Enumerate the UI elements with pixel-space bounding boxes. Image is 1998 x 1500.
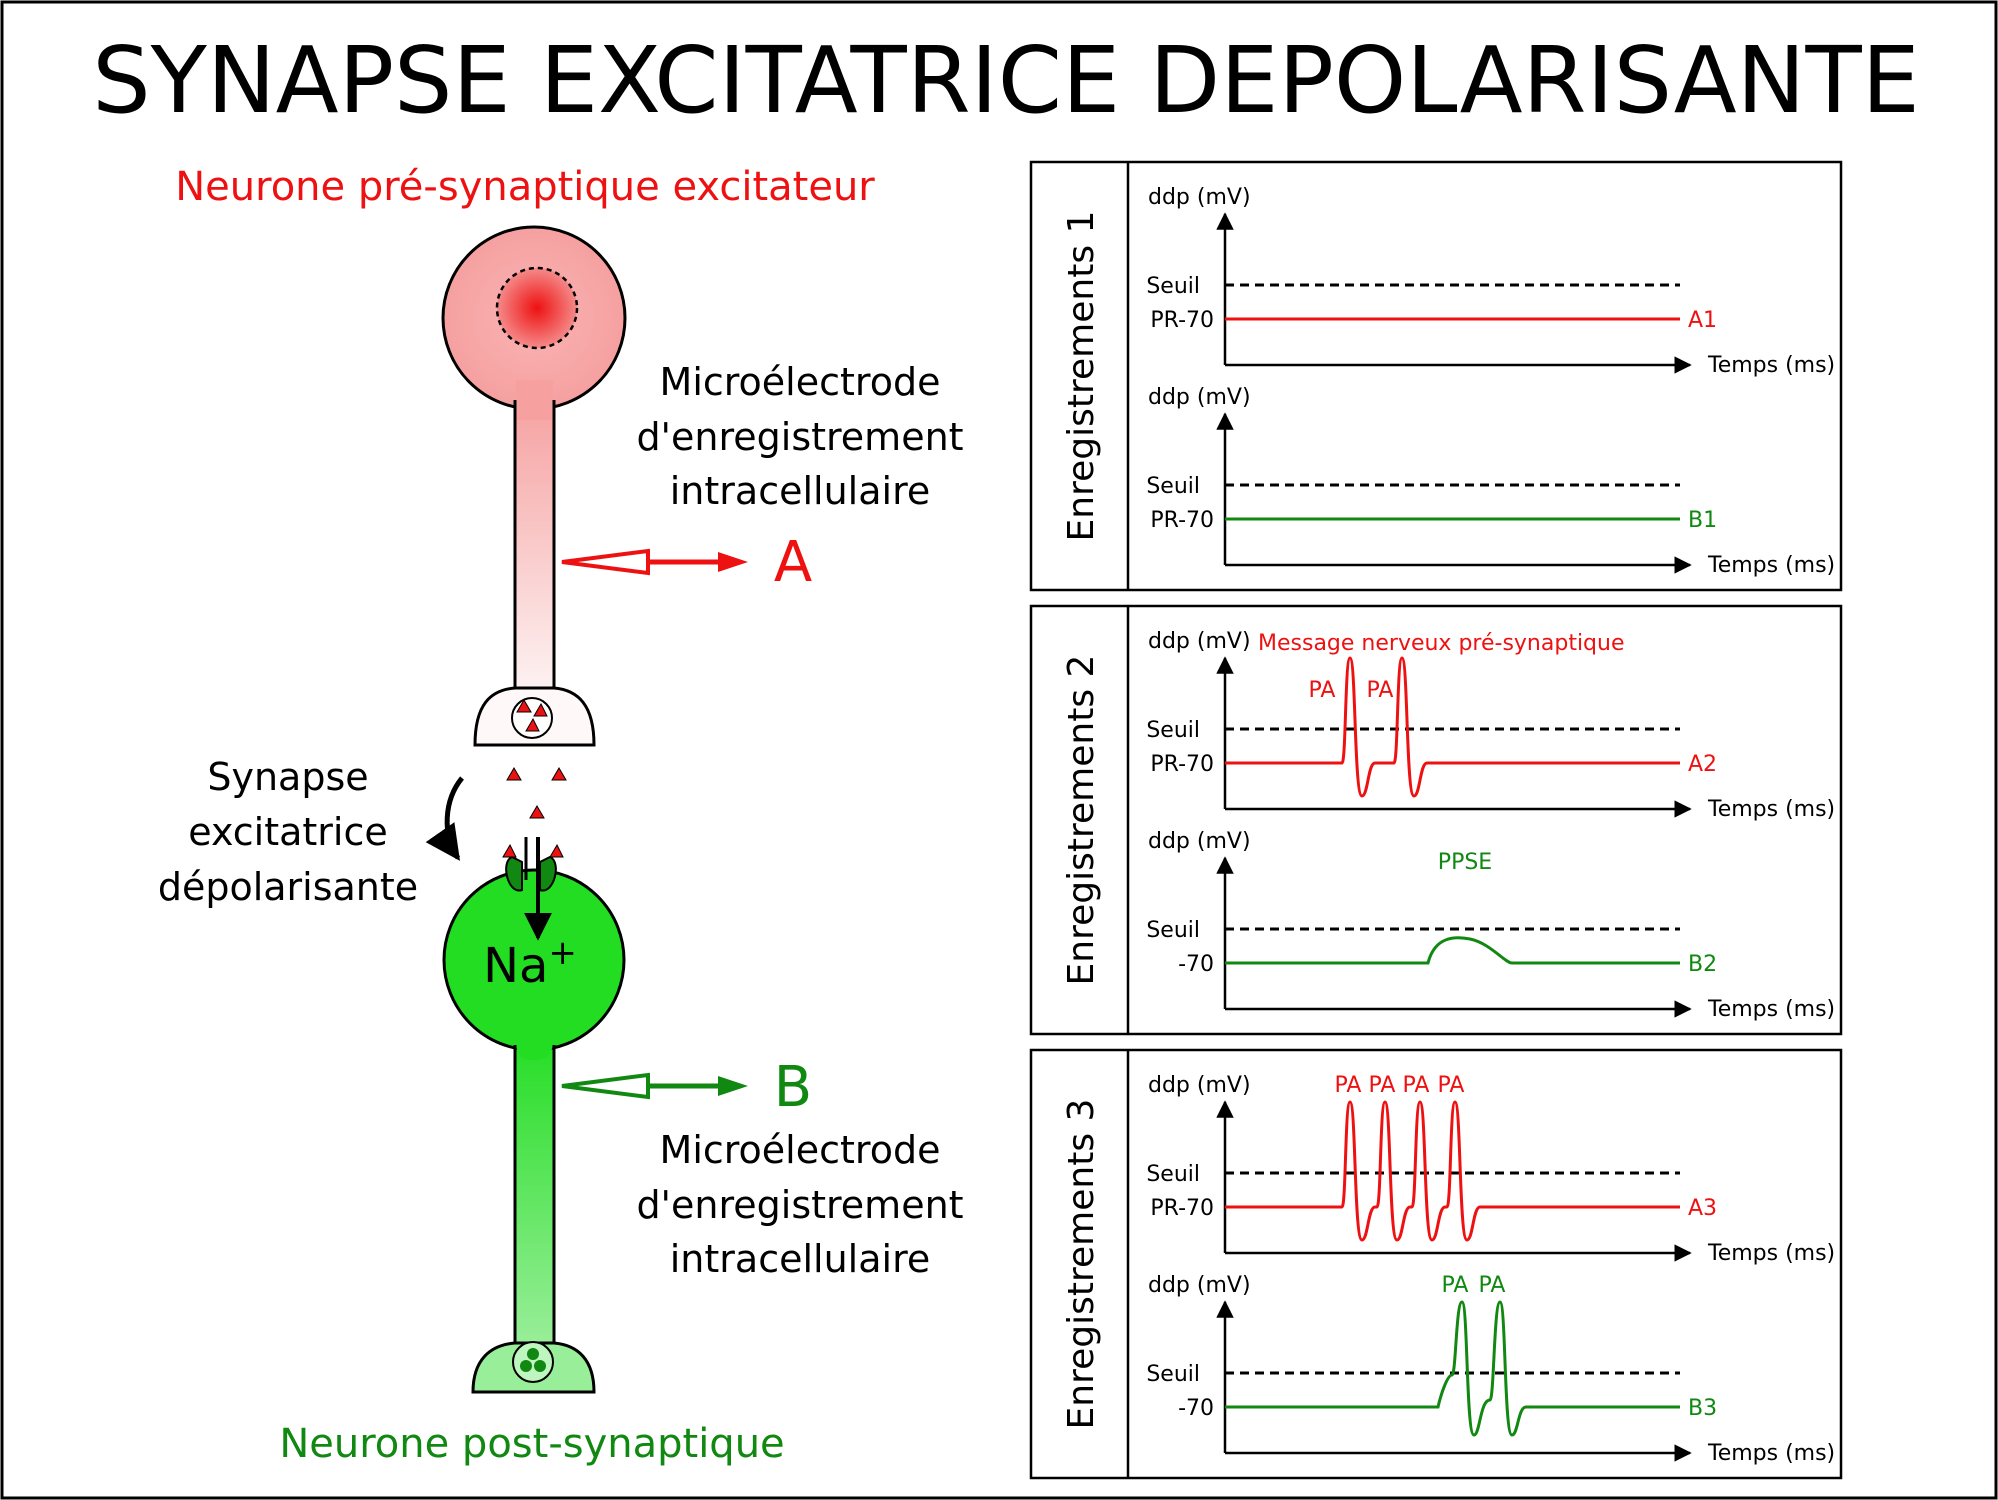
- sodium-ion-label: Na+: [483, 933, 577, 994]
- threshold-label: Seuil: [1146, 474, 1200, 499]
- electrode-a-label-line1: Microélectrode: [660, 360, 941, 404]
- trace-B3: ddp (mV) Temps (ms) Seuil -70 B3 PA PA: [1146, 1273, 1835, 1466]
- ylabel: ddp (mV): [1148, 385, 1251, 410]
- electrode-a: [561, 548, 748, 576]
- panel-label: Enregistrements 1: [1061, 211, 1102, 542]
- electrode-b-label-line2: d'enregistrement: [636, 1183, 963, 1227]
- pa-label: PA: [1369, 1073, 1396, 1098]
- released-neurotransmitter: [551, 767, 567, 781]
- panel-border: [1029, 604, 1843, 1036]
- ylabel: ddp (mV): [1148, 829, 1251, 854]
- neurotransmitter: [516, 699, 532, 713]
- trace-line: [1225, 1100, 1680, 1242]
- trace-id-label: B1: [1688, 508, 1717, 533]
- electrode-a-label-line2: d'enregistrement: [636, 415, 963, 459]
- electrode-b-label-line1: Microélectrode: [660, 1128, 941, 1172]
- pre-nucleus: [495, 266, 579, 350]
- trace-top-label: Message nerveux pré-synaptique: [1258, 631, 1625, 656]
- rest-label: -70: [1178, 1396, 1214, 1421]
- pa-label: PA: [1479, 1273, 1506, 1298]
- rest-label: PR-70: [1150, 752, 1214, 777]
- post-vesicle: [512, 1341, 554, 1383]
- trace-id-label: A3: [1688, 1196, 1717, 1221]
- bound-neurotransmitter: [502, 843, 517, 858]
- rest-label: PR-70: [1150, 1196, 1214, 1221]
- trace-line: [1225, 1300, 1680, 1437]
- threshold-label: Seuil: [1146, 918, 1200, 943]
- threshold-label: Seuil: [1146, 718, 1200, 743]
- pa-label: PA: [1367, 678, 1394, 703]
- page-title: SYNAPSE EXCITATRICE DEPOLARISANTE: [92, 27, 1920, 134]
- recording-panels: Enregistrements 1 ddp (mV) Temps (ms) Seuil…: [1029, 160, 1843, 1480]
- threshold-label: Seuil: [1146, 274, 1200, 299]
- pre-vesicle: [511, 697, 553, 739]
- pre-neuron-label: Neurone pré-synaptique excitateur: [175, 164, 875, 210]
- pa-label: PA: [1403, 1073, 1430, 1098]
- trace-B2: ddp (mV) Temps (ms) Seuil -70 B2 PPSE: [1146, 829, 1835, 1022]
- bound-neurotransmitter: [549, 843, 564, 858]
- trace-id-label: A1: [1688, 308, 1717, 333]
- rest-label: PR-70: [1150, 308, 1214, 333]
- xlabel: Temps (ms): [1707, 997, 1835, 1022]
- rest-label: PR-70: [1150, 508, 1214, 533]
- pa-label: PA: [1309, 678, 1336, 703]
- electrode-b: [561, 1072, 748, 1100]
- released-neurotransmitter: [506, 767, 522, 781]
- trace-id-label: A2: [1688, 752, 1717, 777]
- electrode-b-letter: B: [774, 1055, 812, 1120]
- xlabel: Temps (ms): [1707, 353, 1835, 378]
- ylabel: ddp (mV): [1148, 185, 1251, 210]
- panel-label: Enregistrements 2: [1061, 655, 1102, 986]
- threshold-label: Seuil: [1146, 1162, 1200, 1187]
- neurotransmitter: [525, 717, 540, 732]
- sodium-ion-charge: +: [548, 933, 577, 973]
- neurotransmitter: [533, 702, 548, 717]
- trace-id-label: B3: [1688, 1396, 1717, 1421]
- post-neuron-label: Neurone post-synaptique: [279, 1421, 784, 1467]
- panel-label: Enregistrements 3: [1061, 1099, 1102, 1430]
- ylabel: ddp (mV): [1148, 1273, 1251, 1298]
- electrode-a-label-line3: intracellulaire: [670, 469, 931, 513]
- trace-line: [1225, 656, 1680, 798]
- synapse-pointer-arrow: [425, 776, 464, 861]
- trace-id-label: B2: [1688, 952, 1717, 977]
- electrode-b-label-line3: intracellulaire: [670, 1237, 931, 1281]
- xlabel: Temps (ms): [1707, 797, 1835, 822]
- trace-line: [1225, 936, 1680, 965]
- electrode-a-letter: A: [774, 530, 812, 595]
- rest-label: -70: [1178, 952, 1214, 977]
- synapse-label-line2: excitatrice: [188, 810, 388, 854]
- pre-axon: [515, 395, 554, 690]
- recording-panel-2: Enregistrements 2 ddp (mV) Temps (ms) Seuil…: [1029, 604, 1843, 1036]
- post-axon: [515, 1030, 554, 1345]
- pa-label: PA: [1335, 1073, 1362, 1098]
- receptor-channel-left: [505, 855, 523, 892]
- xlabel: Temps (ms): [1707, 1241, 1835, 1266]
- released-neurotransmitter: [529, 805, 545, 819]
- synapse-label-line3: dépolarisante: [158, 865, 418, 909]
- pre-synaptic-neuron: [441, 225, 627, 747]
- ylabel: ddp (mV): [1148, 1073, 1251, 1098]
- post-synaptic-neuron: [442, 837, 626, 1394]
- xlabel: Temps (ms): [1707, 553, 1835, 578]
- trace-top-label: PPSE: [1438, 850, 1492, 875]
- synapse-label-line1: Synapse: [207, 755, 368, 799]
- pa-label: PA: [1442, 1273, 1469, 1298]
- threshold-label: Seuil: [1146, 1362, 1200, 1387]
- recording-panel-3: Enregistrements 3 ddp (mV) Temps (ms) Seuil…: [1029, 1048, 1843, 1480]
- pa-label: PA: [1438, 1073, 1465, 1098]
- recording-panel-1: Enregistrements 1 ddp (mV) Temps (ms) Seuil…: [1029, 160, 1843, 592]
- ylabel: ddp (mV): [1148, 629, 1251, 654]
- xlabel: Temps (ms): [1707, 1441, 1835, 1466]
